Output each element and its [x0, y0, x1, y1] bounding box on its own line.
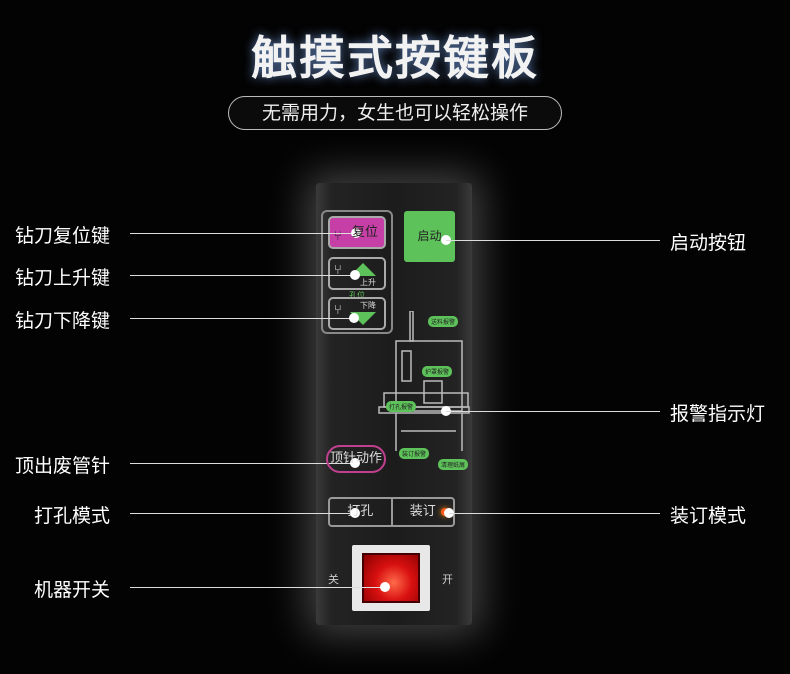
page-title: 触摸式按键板 — [251, 31, 539, 85]
punch-alarm-indicator: 打孔报警 — [386, 401, 417, 412]
touch-keypad-panel: ⑂复位 ⑂上升 孔位 ⑂下降 启动 送料报警 护罩报警 打孔报警 装订报警 清理… — [316, 183, 472, 625]
reset-label: 复位 — [352, 225, 379, 240]
drill-up-key[interactable]: ⑂ 上升 — [328, 257, 386, 290]
guard-alarm-indicator: 护罩报警 — [422, 366, 453, 377]
subtitle-badge: 无需用力，女生也可以轻松操作 — [228, 96, 562, 130]
rocker — [362, 553, 420, 603]
drill-reset-key[interactable]: ⑂ 复位 — [328, 216, 386, 249]
callout-alarm-light: 报警指示灯 — [670, 403, 766, 425]
feed-alarm-indicator: 送料报警 — [428, 316, 459, 327]
callout-start-button: 启动按钮 — [670, 232, 747, 254]
mode-selector: 打孔 装订 — [328, 497, 455, 527]
callout-line — [130, 233, 356, 234]
eject-pin-button[interactable]: 顶针动作 — [326, 445, 386, 473]
switch-off-label: 关 — [328, 573, 339, 586]
drill-key-group: ⑂ 复位 ⑂ 上升 孔位 ⑂ 下降 — [321, 210, 393, 334]
callout-drill-up: 钻刀上升键 — [15, 267, 111, 289]
drill-icon: ⑂ — [334, 229, 342, 244]
switch-on-label: 开 — [442, 573, 453, 586]
callout-line — [130, 463, 355, 464]
callout-dot — [350, 458, 360, 468]
punch-mode-button[interactable]: 打孔 — [330, 499, 393, 525]
down-label: 下降 — [360, 301, 376, 310]
callout-line — [449, 513, 660, 514]
callout-punch-mode: 打孔模式 — [34, 505, 111, 527]
drill-icon: ⑂ — [334, 263, 342, 278]
callout-dot — [350, 508, 360, 518]
callout-bind-mode: 装订模式 — [670, 505, 747, 527]
callout-line — [130, 513, 355, 514]
callout-line — [130, 587, 385, 588]
callout-line — [446, 240, 660, 241]
callout-power-switch: 机器开关 — [34, 579, 111, 601]
callout-drill-down: 钻刀下降键 — [15, 310, 111, 332]
bind-alarm-indicator: 装订报警 — [399, 448, 430, 459]
machine-diagram-icon — [378, 311, 470, 451]
callout-eject-pin: 顶出废管针 — [15, 455, 111, 477]
callout-dot — [351, 228, 361, 238]
callout-line — [130, 318, 354, 319]
callout-drill-reset: 钻刀复位键 — [15, 225, 111, 247]
callout-dot — [350, 270, 360, 280]
callout-line — [130, 275, 355, 276]
clear-scrap-indicator: 清理纸屑 — [438, 459, 469, 470]
bind-label: 装订 — [409, 504, 436, 519]
callout-dot — [380, 582, 390, 592]
up-label: 上升 — [360, 278, 376, 287]
hole-label: 孔位 — [349, 291, 365, 300]
power-switch[interactable] — [352, 545, 430, 611]
drill-icon: ⑂ — [334, 303, 342, 318]
callout-dot — [349, 313, 359, 323]
callout-line — [446, 411, 660, 412]
